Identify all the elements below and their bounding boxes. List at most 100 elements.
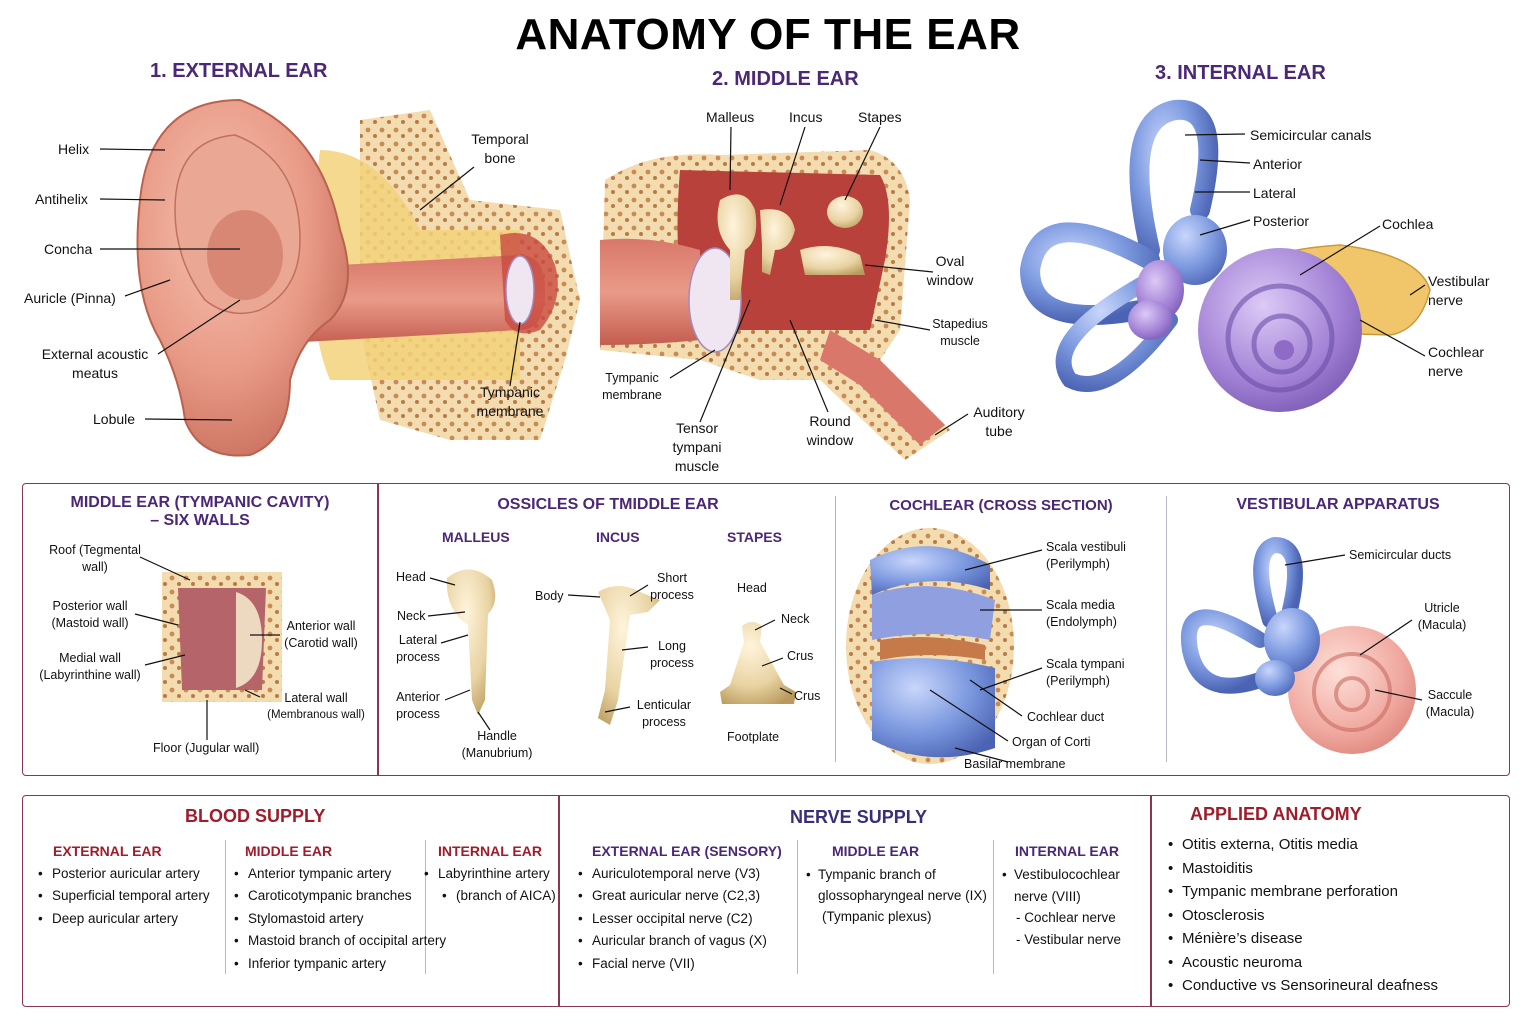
label-semicircular-ducts: Semicircular ducts [1349, 548, 1452, 562]
list-item: Labyrinthine artery [424, 863, 556, 885]
bottom-panel [22, 795, 1510, 1007]
label-organ-of-corti: Organ of Corti [1012, 735, 1091, 749]
divider-2 [835, 496, 836, 762]
vestibular-heading: VESTIBULAR APPARATUS [1236, 496, 1440, 513]
divider-4 [558, 796, 560, 1006]
label-stapes-head: Head [737, 581, 767, 595]
label-malleus-neck: Neck [397, 609, 426, 623]
lateral-canal-shape [1019, 222, 1160, 325]
list-item: Great auricular nerve (C2,3) [578, 885, 767, 907]
list-item: Conductive vs Sensorineural deafness [1168, 974, 1438, 998]
divider-9 [993, 840, 994, 974]
page-title: ANATOMY OF THE EAR [515, 10, 1021, 59]
divider-5 [1150, 796, 1152, 1006]
nerve-supply-heading: NERVE SUPPLY [790, 807, 928, 827]
anterior-canal-shape [1129, 99, 1219, 260]
list-item: Mastoiditis [1168, 857, 1438, 881]
nerve-external-title: EXTERNAL EAR (SENSORY) [592, 843, 782, 859]
list-item: Tympanic membrane perforation [1168, 880, 1438, 904]
internal-ear-illustration [1019, 99, 1431, 412]
list-item: Auricular branch of vagus (X) [578, 930, 767, 952]
incus-title: INCUS [596, 529, 640, 545]
label-stapes-footplate: Footplate [727, 730, 780, 744]
list-item: Ménière’s disease [1168, 927, 1438, 951]
list-item: Deep auricular artery [38, 908, 210, 930]
label-lateral-wall: Lateral wall(Membranous wall) [267, 691, 365, 721]
external-ear-illustration [136, 98, 580, 457]
cochlear-cross-section [846, 528, 1014, 764]
nerve-internal-title: INTERNAL EAR [1015, 843, 1119, 859]
label-malleus: Malleus [706, 109, 755, 125]
cochlear-heading: COCHLEAR (CROSS SECTION) [889, 497, 1113, 514]
incus-drawing [598, 586, 660, 725]
applied-anatomy-heading: APPLIED ANATOMY [1190, 804, 1362, 824]
ossicle-drawings [446, 569, 796, 725]
nerve-middle-title: MIDDLE EAR [832, 843, 920, 859]
list-item: Facial nerve (VII) [578, 953, 767, 975]
divider-8 [797, 840, 798, 974]
list-item: Mastoid branch of occipital artery [234, 930, 446, 952]
utricle-shape [1264, 608, 1320, 672]
divider-6 [225, 840, 226, 974]
vestibular-apparatus-drawing [1180, 536, 1416, 754]
label-stapes: Stapes [858, 109, 902, 125]
six-walls-heading: MIDDLE EAR (TYMPANIC CAVITY)– SIX WALLS [70, 494, 330, 529]
label-stapes-neck: Neck [781, 612, 810, 626]
label-basilar-membrane: Basilar membrane [964, 757, 1066, 771]
divider-1 [377, 484, 379, 775]
leader-lines [99, 126, 1426, 763]
list-item: Acoustic neuroma [1168, 951, 1438, 975]
label-floor: Floor (Jugular wall) [153, 741, 260, 755]
label-cochlea: Cochlea [1382, 216, 1434, 232]
list-item: Caroticotympanic branches [234, 885, 446, 907]
blood-internal-list: Labyrinthine artery (branch of AICA) [424, 863, 556, 908]
list-item: Otitis externa, Otitis media [1168, 833, 1438, 857]
list-item: Stylomastoid artery [234, 908, 446, 930]
list-item: Inferior tympanic artery [234, 953, 446, 975]
nerve-internal-text: •Vestibulocochlear nerve (VIII) - Cochle… [1002, 867, 1122, 947]
label-stapes-crus-1: Crus [787, 649, 814, 663]
stapes-title: STAPES [727, 529, 782, 545]
divider-3 [1166, 496, 1167, 762]
blood-internal-title: INTERNAL EAR [438, 843, 542, 859]
scala-media-upper-shape [872, 586, 995, 640]
malleus-drawing [446, 569, 496, 715]
label-malleus-handle: Handle(Manubrium) [461, 729, 533, 760]
nerve-external-list: Auriculotemporal nerve (V3) Great auricu… [578, 863, 767, 975]
label-posterior-wall: Posterior wall(Mastoid wall) [51, 599, 129, 630]
middle-ear-illustration [600, 150, 950, 460]
applied-anatomy-list: Otitis externa, Otitis media Mastoiditis… [1168, 833, 1438, 998]
label-medial-wall: Medial wall(Labyrinthine wall) [39, 651, 141, 682]
blood-external-title: EXTERNAL EAR [53, 843, 162, 859]
list-item: Posterior auricular artery [38, 863, 210, 885]
label-posterior: Posterior [1253, 213, 1310, 229]
list-item-cont: (branch of AICA) [424, 885, 556, 907]
label-scala-vestibuli: Scala vestibuli(Perilymph) [1046, 540, 1126, 571]
list-item: Auriculotemporal nerve (V3) [578, 863, 767, 885]
label-cochlear-duct: Cochlear duct [1027, 710, 1105, 724]
label-anterior: Anterior [1253, 156, 1303, 172]
list-item: Lesser occipital nerve (C2) [578, 908, 767, 930]
organ-of-corti-shape [880, 636, 985, 660]
label-incus-body: Body [535, 589, 564, 603]
six-walls-illustration [162, 572, 282, 702]
scala-vestibuli-upper-shape [870, 546, 990, 595]
label-incus: Incus [789, 109, 823, 125]
tympanic-membrane-shape [505, 255, 535, 325]
label-concha: Concha [44, 241, 93, 257]
label-saccule: Saccule(Macula) [1425, 688, 1475, 719]
blood-middle-list: Anterior tympanic artery Caroticotympani… [234, 863, 446, 975]
details-panel [22, 483, 1510, 776]
label-antihelix: Antihelix [35, 191, 88, 207]
label-malleus-head: Head [396, 570, 426, 584]
